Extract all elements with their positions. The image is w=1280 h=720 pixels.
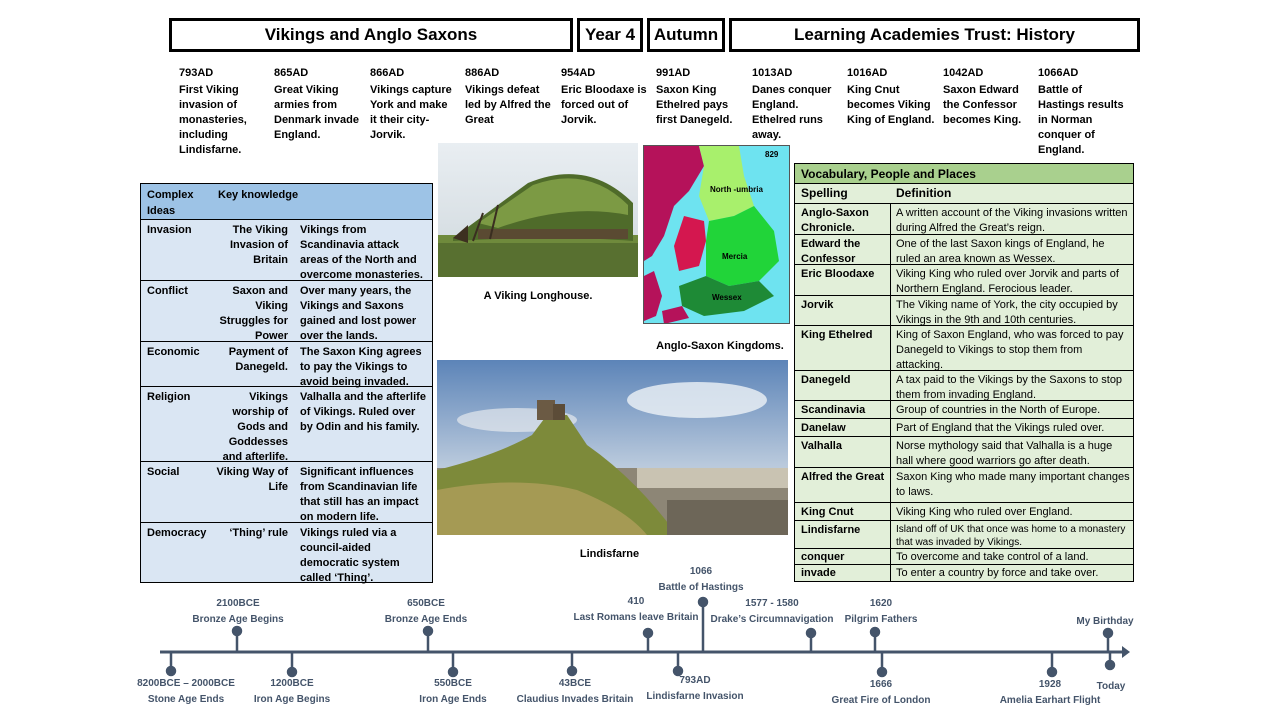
- timeline-marker-bronze-age-ends: [422, 625, 434, 652]
- key-knowledge-header: Complex Ideas Key knowledge: [141, 184, 432, 220]
- header-key-knowledge: Key knowledge: [218, 189, 299, 201]
- timeline-marker-stone-age: [165, 652, 177, 677]
- table-row: Social Viking Way of Life Significant in…: [141, 462, 432, 523]
- timeline-marker-lindisfarne: [672, 652, 684, 677]
- term-label: Autumn: [653, 25, 719, 44]
- table-row: Religion Vikings worship of Gods and God…: [141, 387, 432, 463]
- key-knowledge-table: Complex Ideas Key knowledge Invasion The…: [140, 183, 433, 584]
- table-row: Invasion The Viking Invasion of Britain …: [141, 220, 432, 281]
- lindisfarne-image: [437, 360, 788, 535]
- table-row: Anglo-Saxon Chronicle.A written account …: [795, 204, 1133, 235]
- timeline-arrow-icon: [1122, 646, 1130, 658]
- timeline-marker-iron-age-ends: [447, 652, 459, 678]
- year-box: Year 4: [577, 18, 643, 52]
- map-corner-label: 829: [765, 150, 779, 159]
- header-complex-ideas: Complex Ideas: [147, 189, 194, 217]
- column-spelling: Spelling: [801, 186, 848, 200]
- column-definition: Definition: [896, 186, 952, 200]
- longhouse-image: [438, 143, 638, 277]
- subject-label: Learning Academies Trust: History: [794, 25, 1075, 44]
- timeline-event: My Birthday: [1076, 616, 1134, 627]
- map-label-mercia: Mercia: [722, 252, 748, 261]
- timeline-marker-pilgrim-fathers: [869, 626, 881, 652]
- timeline-marker-iron-age-begins: [286, 652, 298, 678]
- timeline-marker-drake: [805, 627, 817, 652]
- history-timeline: [160, 596, 1130, 678]
- timeline-marker-hastings: [697, 596, 709, 652]
- page-title-box: Vikings and Anglo Saxons: [169, 18, 573, 52]
- anglo-saxon-kingdoms-map: 829 North -umbria Mercia Wessex: [643, 145, 790, 324]
- term-box: Autumn: [647, 18, 725, 52]
- page-title: Vikings and Anglo Saxons: [264, 25, 478, 44]
- table-row: Conflict Saxon and Viking Struggles for …: [141, 281, 432, 342]
- vocabulary-title: Vocabulary, People and Places: [795, 164, 1133, 184]
- vocabulary-column-headers: Spelling Definition: [795, 184, 1133, 204]
- map-label-wessex: Wessex: [712, 293, 742, 302]
- timeline-marker-today: [1104, 652, 1116, 671]
- year-label: Year 4: [584, 25, 636, 44]
- table-row: Democracy ‘Thing’ rule Vikings ruled via…: [147, 527, 400, 584]
- map-label-northumbria: North -umbria: [710, 185, 763, 194]
- timeline-marker-romans-leave: [642, 627, 654, 652]
- timeline-marker-bronze-age-begins: [231, 625, 243, 652]
- longhouse-caption: A Viking Longhouse.: [483, 290, 593, 302]
- map-caption: Anglo-Saxon Kingdoms.: [656, 340, 784, 352]
- vocabulary-table: Vocabulary, People and Places Spelling D…: [794, 163, 1134, 582]
- timeline-marker-great-fire: [876, 652, 888, 678]
- timeline-marker-birthday: [1102, 627, 1114, 652]
- timeline-event: Today: [1096, 681, 1126, 692]
- timeline-marker-claudius: [566, 652, 578, 677]
- lindisfarne-caption: Lindisfarne: [579, 548, 640, 560]
- timeline-marker-amelia: [1046, 652, 1058, 678]
- table-row: Economic Payment of Danegeld. The Saxon …: [141, 342, 432, 388]
- subject-box: Learning Academies Trust: History: [729, 18, 1140, 52]
